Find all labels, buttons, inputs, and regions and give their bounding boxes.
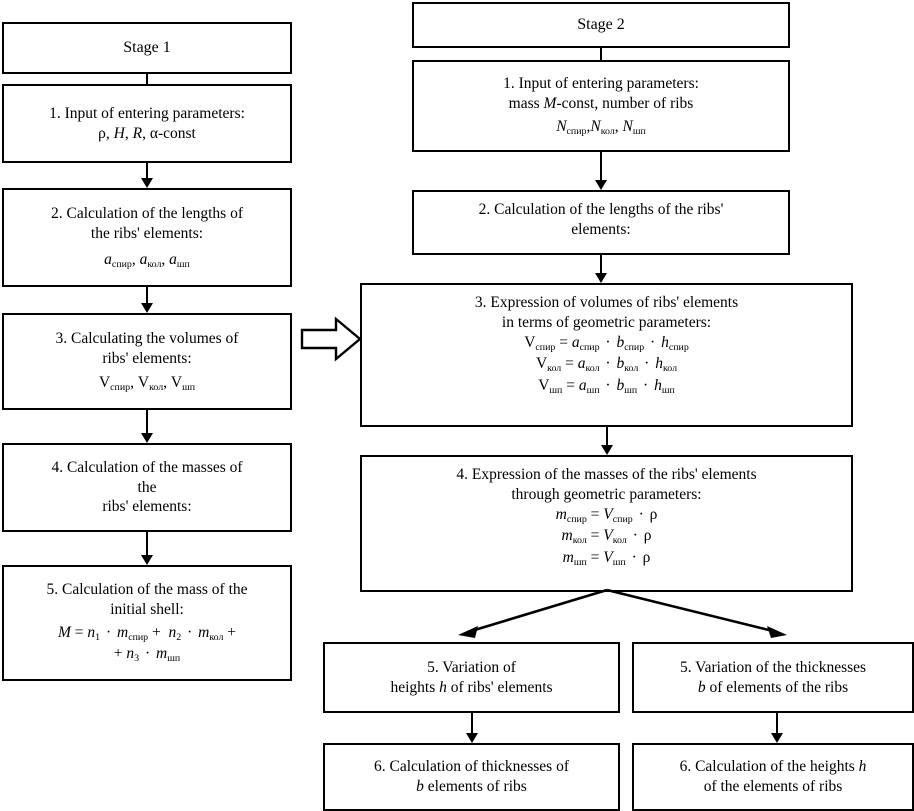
stage1-header-label: Stage 1 (123, 38, 171, 56)
stage2-step5-left-line2: heights h of ribs' elements (390, 678, 553, 696)
arrowhead-s1-step4-to-step5 (141, 555, 153, 565)
stage1-step2-line1: 2. Calculation of the lengths of (51, 204, 243, 222)
stage1-step5-box: 5. Calculation of the mass of the initia… (2, 565, 292, 681)
stage1-step2-line2: the ribs' elements: (90, 224, 204, 242)
stage2-step4-formula3: mшп = Vшп · ρ (562, 548, 651, 568)
stage1-step4-box: 4. Calculation of the masses of the ribs… (2, 443, 292, 532)
stage1-step4-line1: 4. Calculation of the masses of (51, 458, 243, 476)
arrowhead-s1-step2-to-step3 (141, 303, 153, 313)
stage1-step5-line1: 5. Calculation of the mass of the (46, 581, 248, 599)
stage1-header-box: Stage 1 (2, 22, 292, 74)
stage-link-block-arrow-icon (300, 316, 362, 362)
connector-s2-step2-to-step3 (600, 255, 602, 273)
stage2-step6-left-line1: 6. Calculation of thicknesses of (374, 758, 569, 776)
stage1-step1-line1: 1. Input of entering parameters: (49, 104, 245, 122)
stage2-step3-formula3: Vшп = aшп · bшп · hшп (538, 376, 675, 396)
stage2-step1-line2: mass M-const, number of ribs (508, 94, 694, 112)
stage2-step6-right-line2: of the elements of ribs (703, 778, 843, 795)
stage2-step2-line2: elements: (571, 220, 631, 238)
stage2-step5-left-box: 5. Variation of heights h of ribs' eleme… (323, 642, 620, 713)
stage1-step3-line2: ribs' elements: (102, 349, 192, 367)
stage2-step4-formula1: mспир = Vспир · ρ (555, 505, 658, 525)
stage2-step5-right-box: 5. Variation of the thicknesses b of ele… (632, 642, 914, 713)
stage2-step2-box: 2. Calculation of the lengths of the rib… (412, 190, 790, 255)
stage2-step4-line2: through geometric parameters: (511, 485, 702, 503)
connector-s1-step1-to-step2 (146, 163, 148, 178)
stage2-step4-line1: 4. Expression of the masses of the ribs'… (456, 466, 757, 483)
stage2-header-label: Stage 2 (577, 15, 625, 33)
stage2-step1-box: 1. Input of entering parameters: mass M-… (412, 60, 790, 152)
stage2-step6-left-box: 6. Calculation of thicknesses of b eleme… (323, 743, 620, 811)
stage1-step3-line1: 3. Calculating the volumes of (55, 329, 239, 347)
connector-s2-step3-to-step4 (606, 427, 608, 445)
connector-s1-step3-to-step4 (146, 410, 148, 433)
arrowhead-s2-step5right-to-step6right (771, 733, 783, 743)
arrowhead-s1-step3-to-step4 (141, 433, 153, 443)
stage1-step5-formula2: + n3 · mшп (113, 645, 181, 665)
stage2-step5-right-line2: b of elements of the ribs (697, 678, 849, 696)
stage2-step3-line2: in terms of geometric parameters: (501, 313, 712, 331)
stage2-step5-right-line1: 5. Variation of the thicknesses (679, 658, 867, 676)
stage2-step3-line1: 3. Expression of volumes of ribs' elemen… (474, 294, 739, 311)
stage2-step3-formula1: Vспир = aспир · bспир · hспир (524, 333, 689, 353)
stage1-step2-formula1: aспир, aкол, aшп (104, 250, 190, 270)
arrowhead-s1-step1-to-step2 (141, 178, 153, 188)
stage2-step3-formula2: Vкол = aкол · bкол · hкол (535, 355, 678, 374)
arrowhead-s2-step1-to-step2 (595, 180, 607, 190)
stage2-step2-line1: 2. Calculation of the lengths of the rib… (478, 201, 724, 218)
stage2-step4-box: 4. Expression of the masses of the ribs'… (360, 455, 853, 592)
stage1-step5-line2: initial shell: (110, 601, 184, 619)
arrowhead-s2-step5left-to-step6left (466, 733, 478, 743)
stage1-step5-formula1: M = n1 · mспир + n2 · mкол + (57, 623, 237, 643)
stage2-step3-box: 3. Expression of volumes of ribs' elemen… (360, 283, 853, 427)
arrowhead-s2-step3-to-step4 (601, 445, 613, 455)
stage1-step3-formula1: Vспир, Vкол, Vшп (98, 373, 196, 393)
connector-s2-step4-branch-arrows (458, 588, 787, 638)
stage1-step4-line2: the (137, 478, 157, 496)
stage2-step6-right-line1: 6. Calculation of the heights h (679, 758, 867, 776)
stage2-step6-right-box: 6. Calculation of the heights h of the e… (632, 743, 914, 811)
connector-s1-step2-to-step3 (146, 287, 148, 303)
stage1-step1-formula1: ρ, H, R, α-const (98, 124, 196, 142)
stage1-step3-box: 3. Calculating the volumes of ribs' elem… (2, 313, 292, 410)
stage2-step1-line1: 1. Input of entering parameters: (503, 74, 699, 92)
connector-s1-header-to-step1 (146, 74, 148, 84)
stage2-step6-left-line2: b elements of ribs (416, 778, 527, 795)
connector-s2-step5right-to-step6right (776, 713, 778, 733)
arrowhead-s2-step2-to-step3 (595, 273, 607, 283)
stage1-step2-box: 2. Calculation of the lengths of the rib… (2, 188, 292, 287)
stage1-step1-box: 1. Input of entering parameters: ρ, H, R… (2, 84, 292, 163)
stage2-step1-formula1: Nспир,Nкол, Nшп (556, 117, 646, 137)
connector-s2-step1-to-step2 (600, 152, 602, 180)
stage2-step5-left-line1: 5. Variation of (427, 658, 516, 676)
connector-s2-header-to-step1 (600, 48, 602, 60)
connector-s2-step5left-to-step6left (471, 713, 473, 733)
stage1-step4-line3: ribs' elements: (102, 498, 192, 516)
connector-s1-step4-to-step5 (146, 532, 148, 555)
stage2-header-box: Stage 2 (412, 2, 790, 48)
stage2-step4-formula2: mкол = Vкол · ρ (561, 527, 652, 546)
